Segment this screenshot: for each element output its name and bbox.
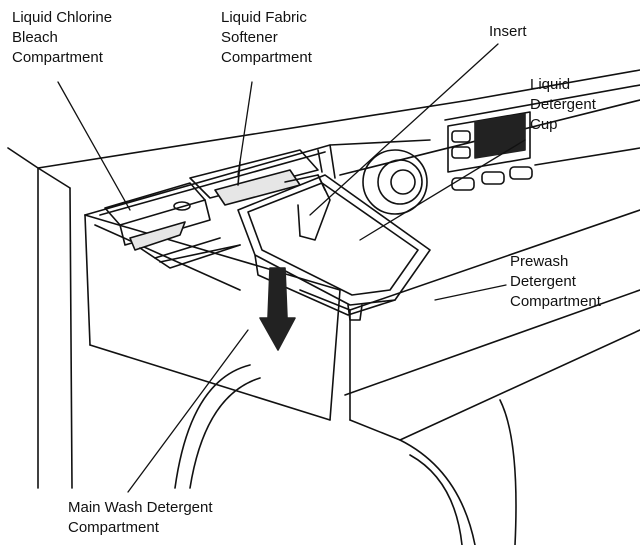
label-line: Liquid Chlorine bbox=[12, 9, 113, 26]
label-line: Compartment bbox=[68, 519, 159, 536]
control-knob bbox=[362, 149, 428, 215]
dispenser-drawer bbox=[84, 139, 640, 441]
bleach-compartment bbox=[104, 182, 241, 269]
label-line: Compartment bbox=[12, 49, 103, 66]
label-line: Detergent bbox=[530, 96, 596, 113]
label-line: Compartment bbox=[510, 293, 601, 310]
label-line: Bleach bbox=[12, 29, 58, 46]
label-main-wash-detergent: Main Wash Detergent Compartment bbox=[68, 498, 213, 538]
leader-softener bbox=[237, 81, 253, 176]
label-line: Prewash bbox=[510, 253, 569, 270]
liquid-detergent-cup bbox=[237, 174, 431, 321]
label-line: Insert bbox=[489, 23, 527, 40]
label-line: Compartment bbox=[221, 49, 312, 66]
label-liquid-chlorine-bleach: Liquid Chlorine Bleach Compartment bbox=[12, 8, 112, 68]
leader-chlorine bbox=[57, 81, 131, 211]
leader-cup bbox=[359, 139, 526, 241]
display-panel bbox=[447, 111, 531, 173]
leader-lines bbox=[57, 43, 526, 493]
leader-mainwash bbox=[127, 329, 249, 493]
washer-door bbox=[174, 364, 517, 545]
leader-insert bbox=[309, 43, 499, 216]
leader-prewash bbox=[434, 284, 507, 301]
softener-compartment bbox=[189, 149, 319, 206]
label-line: Liquid bbox=[530, 76, 571, 93]
arrow-down-icon bbox=[259, 267, 296, 351]
label-liquid-fabric-softener: Liquid Fabric Softener Compartment bbox=[221, 8, 312, 68]
label-line: Detergent bbox=[510, 273, 576, 290]
label-line: Liquid Fabric bbox=[221, 9, 307, 26]
label-liquid-detergent-cup: Liquid Detergent Cup bbox=[530, 75, 596, 135]
label-insert: Insert bbox=[489, 22, 527, 42]
label-line: Main Wash Detergent bbox=[68, 499, 213, 516]
label-line: Cup bbox=[530, 116, 558, 133]
washer-cabinet bbox=[7, 69, 640, 489]
label-line: Softener bbox=[221, 29, 278, 46]
label-prewash-detergent: Prewash Detergent Compartment bbox=[510, 252, 601, 312]
